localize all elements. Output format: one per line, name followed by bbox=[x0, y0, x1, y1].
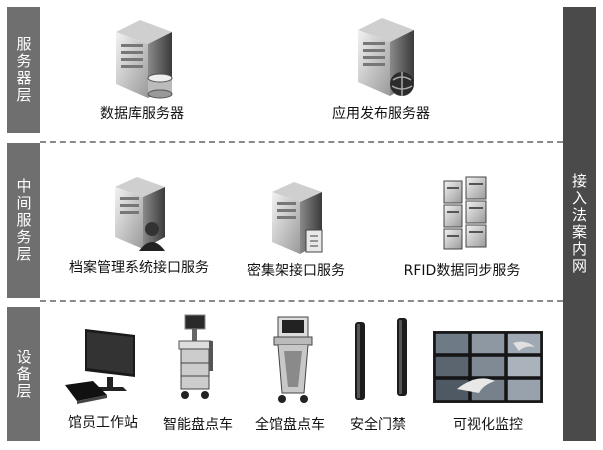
archive-interface-label: 档案管理系统接口服务 bbox=[69, 260, 209, 276]
video-monitor-label: 可视化监控 bbox=[453, 417, 523, 433]
layer-divider-top bbox=[40, 141, 563, 143]
full-cart-icon bbox=[273, 316, 313, 403]
shelf-interface-server-icon bbox=[272, 182, 323, 254]
middle-layer-label: 中间服务层 bbox=[14, 178, 33, 263]
archive-interface-server-icon bbox=[115, 177, 165, 251]
layer-divider-bottom bbox=[40, 300, 563, 302]
shelf-interface-label: 密集架接口服务 bbox=[247, 263, 345, 279]
full-cart-label: 全馆盘点车 bbox=[255, 417, 325, 433]
security-gate-icon bbox=[355, 318, 407, 400]
device-layer-label: 设备层 bbox=[14, 348, 33, 400]
database-server-label: 数据库服务器 bbox=[100, 106, 184, 122]
app-server-icon bbox=[358, 18, 414, 96]
middle-layer-tab: 中间服务层 bbox=[7, 143, 40, 298]
security-gate-label: 安全门禁 bbox=[350, 417, 406, 433]
workstation-label: 馆员工作站 bbox=[68, 415, 138, 431]
network-label: 接入法案内网 bbox=[570, 173, 588, 275]
rfid-sync-label: RFID数据同步服务 bbox=[403, 263, 521, 279]
workstation-icon bbox=[65, 329, 135, 404]
network-band: 接入法案内网 bbox=[563, 7, 596, 441]
smart-cart-label: 智能盘点车 bbox=[163, 417, 233, 433]
device-layer-tab: 设备层 bbox=[7, 307, 40, 441]
server-layer-tab: 服务器层 bbox=[7, 7, 40, 133]
video-monitor-icon bbox=[433, 331, 543, 403]
rfid-sync-server-icon bbox=[443, 176, 487, 250]
layer-band: 服务器层 中间服务层 设备层 bbox=[7, 7, 40, 441]
server-layer-label: 服务器层 bbox=[14, 36, 33, 104]
database-server-icon bbox=[116, 20, 173, 99]
app-server-label: 应用发布服务器 bbox=[332, 106, 430, 122]
smart-cart-icon bbox=[178, 314, 213, 399]
